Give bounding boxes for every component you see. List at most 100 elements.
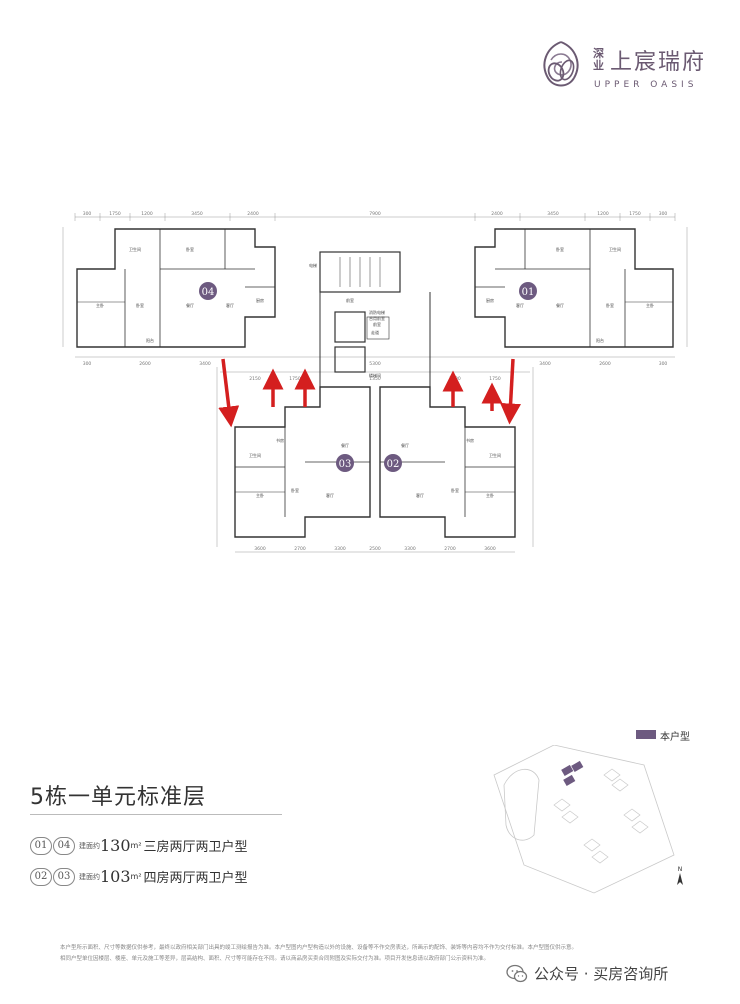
site-buildings: [553, 768, 649, 864]
dim-label: 3300: [334, 546, 346, 552]
disclaimer-line: 相同户型单位因楼层、楼座、单元及施工等差异，层高结构、面积、尺寸等可能存在不同。…: [60, 956, 490, 962]
site-road: [503, 768, 540, 841]
unit-badge: 03: [53, 867, 75, 886]
dim-label: 2400: [491, 211, 503, 217]
room-label: 书房: [466, 437, 474, 443]
room-label: 餐厅: [186, 302, 194, 308]
unit-number: 03: [339, 459, 352, 470]
room-label: 阳台: [596, 337, 604, 343]
developer-name: 深业: [593, 47, 604, 72]
dimension-labels: 300 1750 1200 3450 2400 7900 2400 3450 1…: [83, 211, 668, 552]
dim-label: 2400: [247, 211, 259, 217]
unit-marker-01: [519, 282, 537, 300]
legend: 本户型: [636, 728, 726, 743]
room-label: 卫生间: [249, 452, 261, 458]
area-value: 103: [100, 867, 131, 886]
room-label: 卧室: [291, 487, 299, 493]
room-label: 前室: [346, 297, 354, 303]
dim-label: 1350: [369, 376, 381, 382]
disclaimer: 本户型所示面积、尺寸等数据仅供参考，最终以政府相关部门出具的竣工测绘报告为准。本…: [60, 943, 700, 965]
room-label: 厨房: [256, 297, 264, 303]
title-divider: [30, 814, 282, 815]
room-label: 走道: [371, 329, 379, 335]
dim-label: 1750: [489, 376, 501, 382]
room-label: 主卧: [486, 492, 494, 498]
dim-label: 3300: [404, 546, 416, 552]
room-label: 卧室: [186, 246, 194, 252]
unit-badge: 04: [53, 836, 75, 855]
unit-03-plan: [234, 386, 371, 538]
site-plan: N: [493, 745, 683, 894]
watermark: 公众号 · 买房咨询所: [506, 960, 736, 988]
core-plan: [319, 251, 431, 387]
site-boundary: [493, 745, 675, 894]
logo-emblem-icon: [543, 41, 579, 87]
room-label: 卫生间: [129, 246, 141, 252]
dim-label: 2150: [249, 376, 261, 382]
room-label: 主卧: [256, 492, 264, 498]
room-label: 厨房: [486, 297, 494, 303]
room-label: 客厅: [226, 302, 234, 308]
area-unit: m²: [130, 841, 142, 850]
unit-04-plan: [76, 228, 276, 348]
dim-label: 300: [659, 211, 668, 217]
arrow-down-right: [500, 358, 522, 425]
dim-label: 300: [659, 361, 668, 367]
area-prefix: 建面约: [79, 872, 100, 881]
room-labels: 主卧 卧室 餐厅 客厅 卫生间 卧室 阳台 厨房 主卧 卧室 餐厅 客厅 卫生间…: [96, 246, 654, 498]
arrow-down-left: [218, 358, 240, 428]
core-note: 消防电梯: [369, 309, 385, 315]
dim-label: 300: [83, 211, 92, 217]
unit-badge: 01: [30, 836, 52, 855]
unit-markers: 04 01 03 02: [199, 282, 537, 472]
room-label: 餐厅: [401, 442, 409, 448]
dim-label: 1750: [629, 211, 641, 217]
dim-label: 5300: [369, 361, 381, 367]
dim-label: 3600: [484, 546, 496, 552]
dim-label: 2600: [599, 361, 611, 367]
dim-label: 2100: [449, 376, 461, 382]
dim-label: 7900: [369, 211, 381, 217]
site-building-highlight: [561, 760, 584, 786]
dim-label: 2500: [369, 546, 381, 552]
dim-label: 2700: [444, 546, 456, 552]
room-label: 阳台: [146, 337, 154, 343]
room-label: 客厅: [326, 492, 334, 498]
core-note: 前室: [373, 321, 381, 327]
page-title: 5栋一单元标准层: [30, 785, 206, 810]
unit-marker-02: [384, 454, 402, 472]
north-arrow: N: [677, 866, 683, 885]
room-label: 主卧: [646, 302, 654, 308]
wechat-icon: [506, 964, 528, 983]
unit-marker-04: [199, 282, 217, 300]
dim-label: 1750: [289, 376, 301, 382]
dim-label: 1200: [141, 211, 153, 217]
legend-swatch: [636, 730, 656, 739]
room-label: 卧室: [606, 302, 614, 308]
dim-label: 2600: [139, 361, 151, 367]
room-label: 卧室: [556, 246, 564, 252]
room-label: 主卧: [96, 302, 104, 308]
red-arrows: [218, 358, 522, 428]
area-unit: m²: [130, 872, 142, 881]
unit-number: 02: [387, 459, 400, 470]
room-label: 书房: [276, 437, 284, 443]
type-description: 四房两厅两卫户型: [143, 871, 248, 886]
disclaimer-line: 本户型所示面积、尺寸等数据仅供参考，最终以政府相关部门出具的竣工测绘报告为准。本…: [60, 945, 578, 951]
room-label: 卧室: [136, 302, 144, 308]
dim-label: 3400: [199, 361, 211, 367]
area-prefix: 建面约: [79, 841, 100, 850]
room-label: 客厅: [516, 302, 524, 308]
dim-label: 1200: [597, 211, 609, 217]
unit-number: 01: [522, 287, 535, 298]
room-label: 卫生间: [609, 246, 621, 252]
dim-label: 2700: [294, 546, 306, 552]
dim-label: 1750: [109, 211, 121, 217]
type-description: 三房两厅两卫户型: [143, 840, 248, 855]
dim-label: 300: [83, 361, 92, 367]
brand-logo: 深业 上宸瑞府 UPPER OASIS: [536, 36, 716, 96]
dim-label: 3400: [539, 361, 551, 367]
floor-plan: 300 1750 1200 3450 2400 7900 2400 3450 1…: [62, 211, 688, 553]
